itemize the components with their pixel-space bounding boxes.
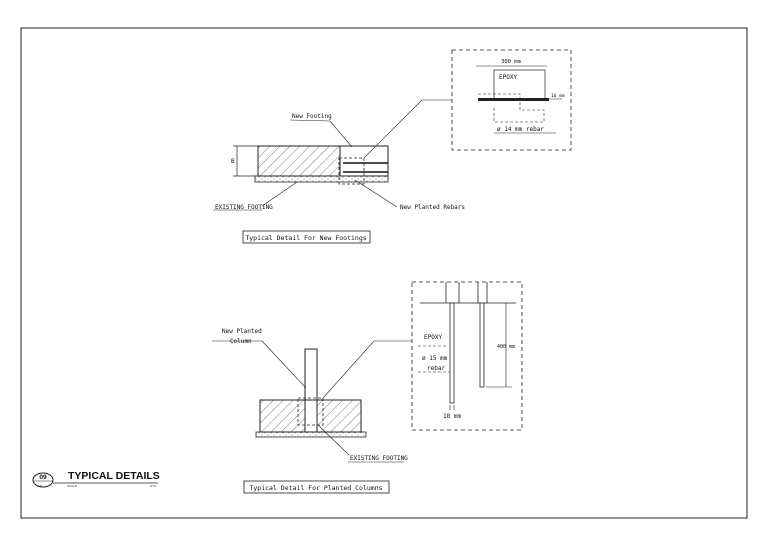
height-dimension: B [231, 158, 235, 165]
detail-planted-columns: New Planted Column EXISTING FOOTING Typi… [212, 328, 412, 494]
new-planted-column-label-2: Column [230, 338, 252, 345]
bar-dimension-column: 18 mm [443, 413, 461, 420]
caption-box-footings [242, 230, 371, 244]
bar-dimension-footing: 16 mm [551, 93, 565, 99]
rebar-label-column-2: rebar [427, 365, 445, 372]
scale-label: SCALE [67, 484, 77, 488]
rebar-right [479, 302, 485, 388]
epoxy-label-column: EPOXY [424, 334, 442, 341]
caption-box-columns [243, 480, 390, 494]
zoom-box-footing: 300 mm EPOXY 16 mm ø 14 mm rebar [451, 49, 572, 151]
zoom-box-column: 400 mm EPOXY ø 15 mm rebar 18 mm [411, 281, 523, 431]
rebar-label-column-1: ø 15 mm [422, 355, 448, 362]
zoom-marker-box [338, 157, 365, 185]
new-planted-column-label-1: New Planted [222, 328, 262, 335]
footing-base-strip [254, 175, 389, 183]
depth-dimension: 400 mm [497, 344, 515, 350]
zoom-frame-footing [451, 49, 572, 151]
sheet-title: TYPICAL DETAILS [68, 470, 160, 482]
title-sub-left: N/P [37, 484, 42, 488]
scale-value: NTS [150, 484, 156, 488]
existing-footing-block [257, 145, 341, 177]
caption-planted-columns: Typical Detail For Planted Columns [249, 484, 382, 492]
title-block: 09 TYPICAL DETAILS N/P SCALE NTS [32, 470, 160, 488]
zoom-width-dim: 300 mm [501, 59, 522, 65]
detail-number-bubble [32, 472, 54, 488]
caption-new-footings: Typical Detail For New Footings [245, 234, 366, 242]
existing-footing-label-2: EXISTING FOOTING [350, 455, 408, 462]
sheet-border [20, 27, 748, 519]
zoom-frame-column [411, 281, 523, 431]
detail-new-footings: B New Footing EXISTING FOOTING New Plant… [213, 99, 465, 244]
zoom-rebar-bar [478, 98, 549, 101]
epoxy-label-footing: EPOXY [499, 74, 517, 81]
detail-number: 09 [39, 474, 47, 481]
existing-footing-label: EXISTING FOOTING [215, 204, 273, 211]
zoom-marker-box-2 [297, 397, 324, 426]
new-footing-label: New Footing [292, 113, 332, 120]
footing-base-strip-2 [255, 431, 367, 438]
new-planted-rebars-label: New Planted Rebars [400, 204, 465, 211]
rebar-left [449, 302, 455, 404]
rebar-label-footing: ø 14 mm rebar [497, 126, 544, 133]
